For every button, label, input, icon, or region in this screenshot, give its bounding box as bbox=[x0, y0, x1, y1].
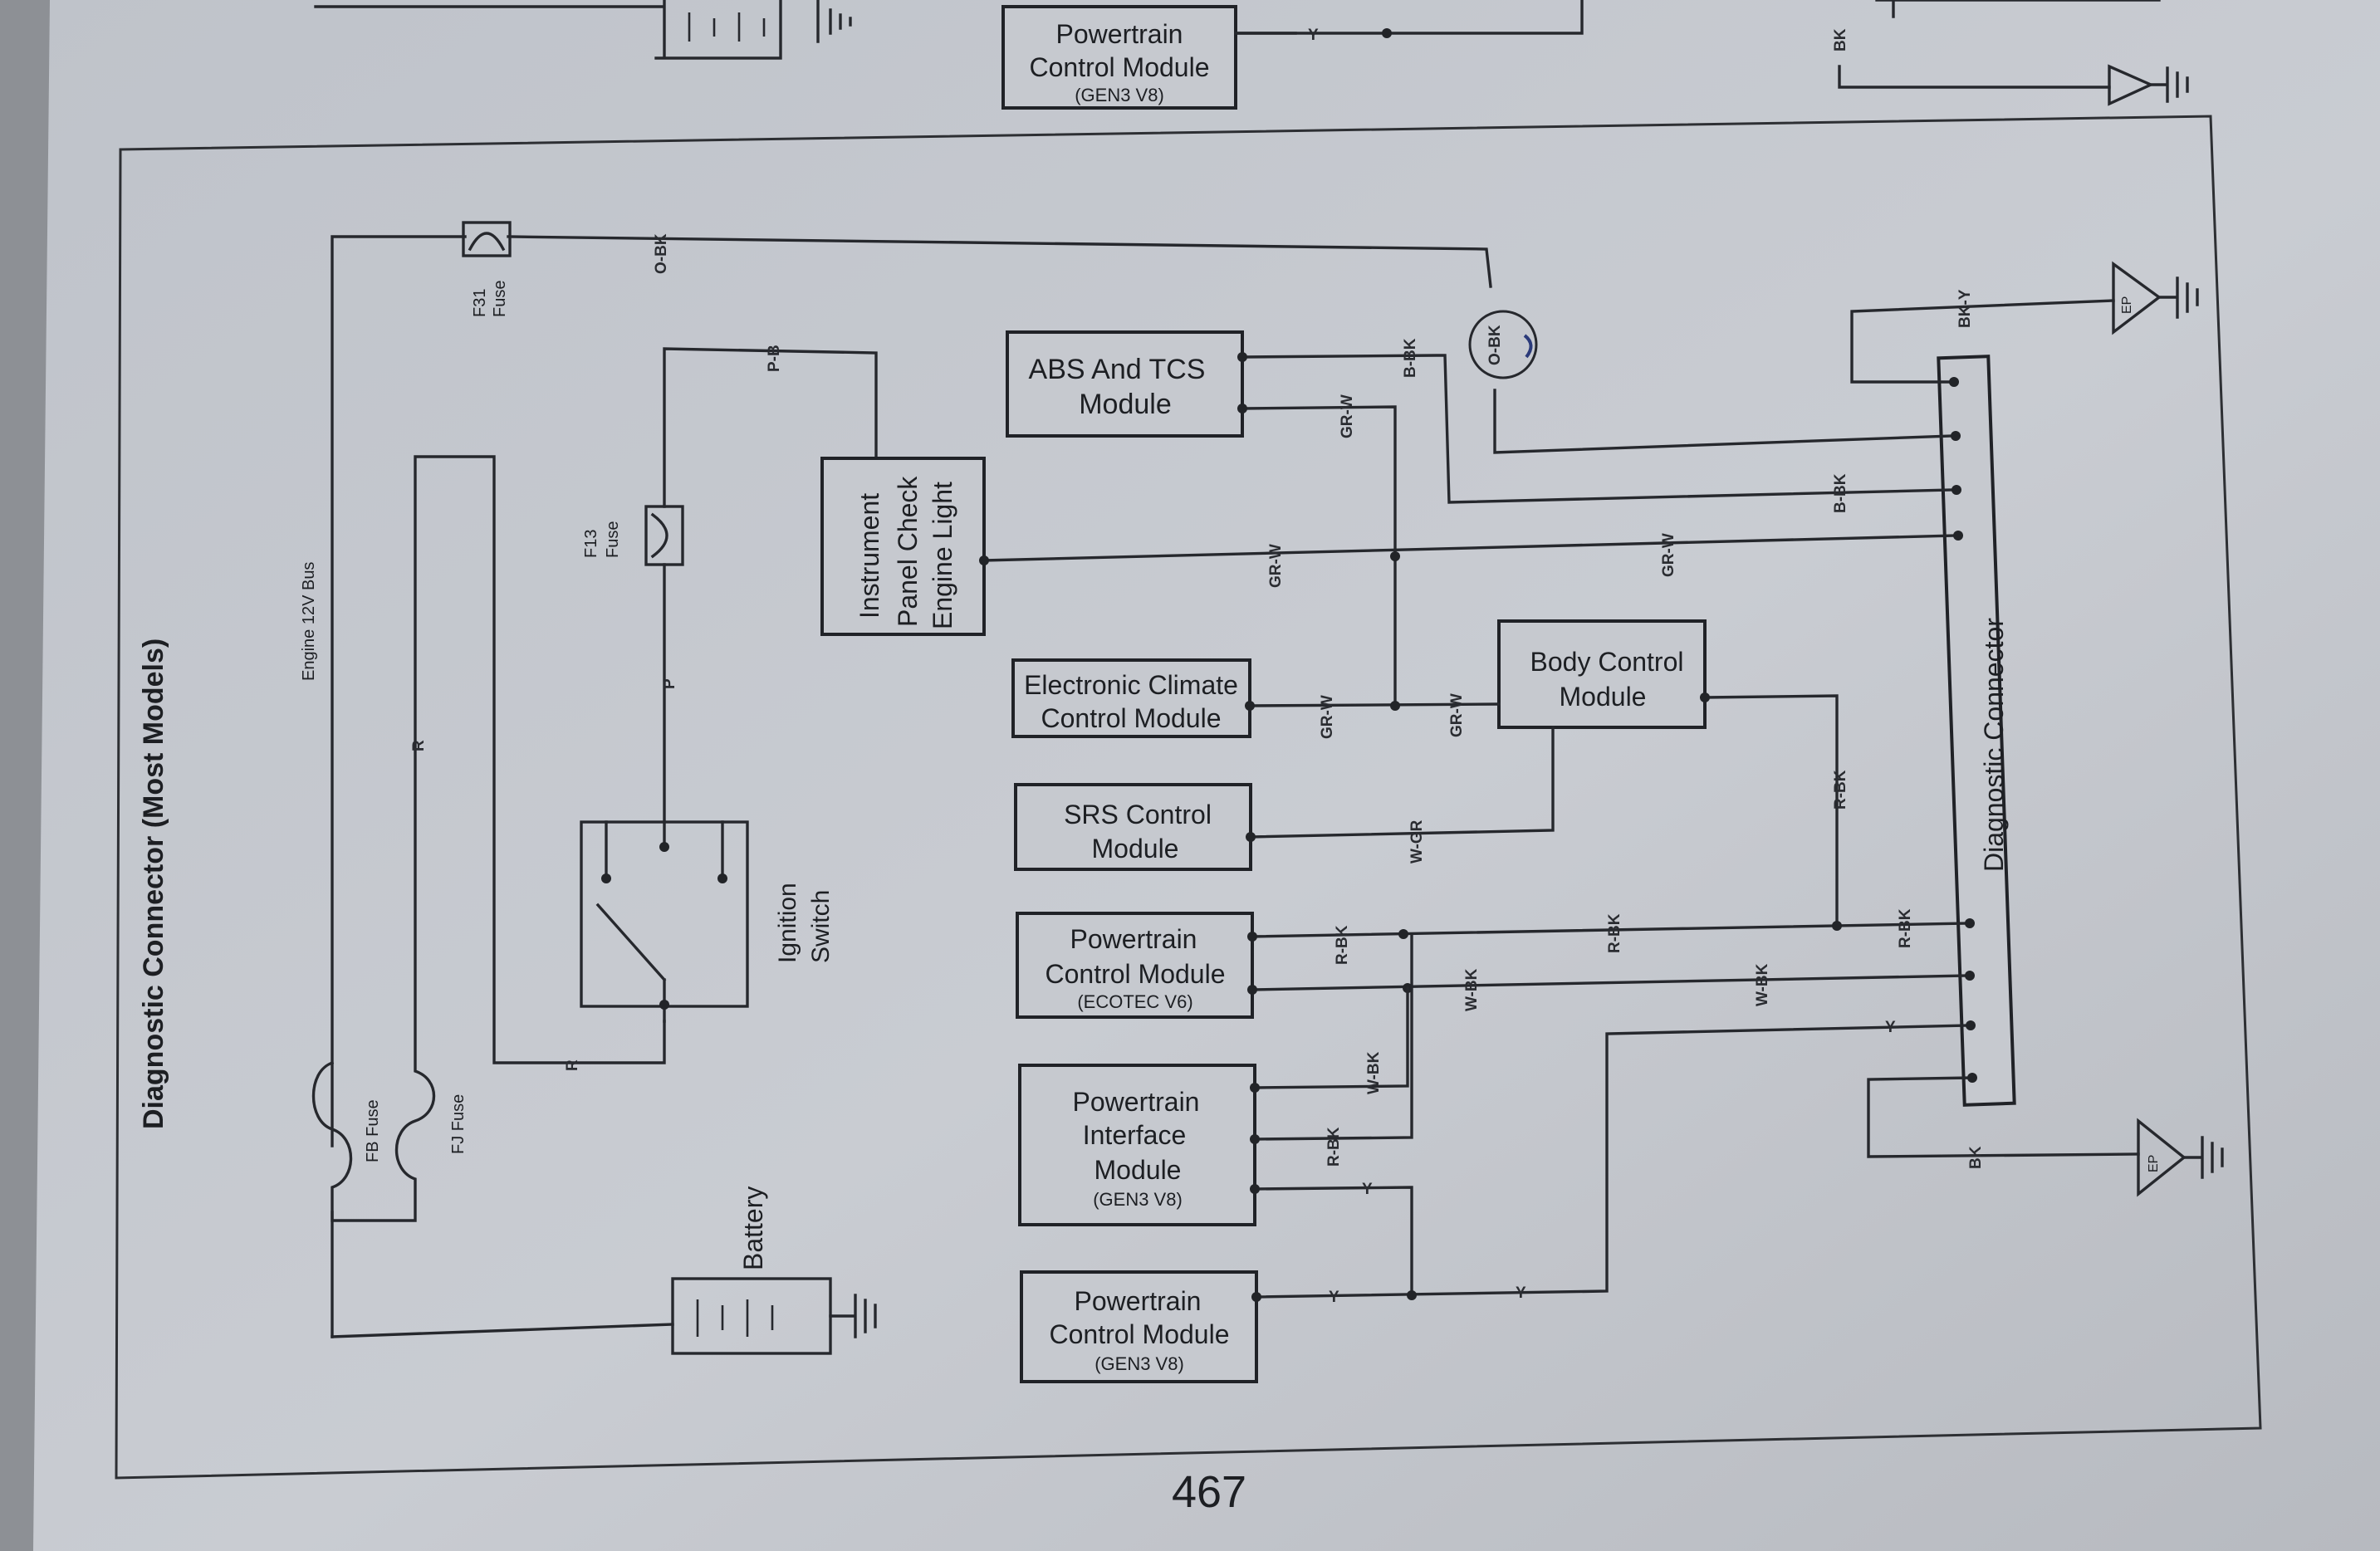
f13-fuse-icon bbox=[644, 505, 684, 566]
pim-module-box bbox=[1018, 1064, 1256, 1226]
top-partial-diagram: Powertrain Control Module (GEN3 V8) Y BK bbox=[314, 0, 2189, 110]
modules: ABS And TCS Module Instrument Panel Chec… bbox=[820, 330, 2016, 1383]
pcm-ecotec-box bbox=[1016, 912, 1254, 1019]
pcm-ecotec-line2: Control Module bbox=[1046, 959, 1226, 989]
f31-label-2: Fuse bbox=[491, 281, 509, 317]
power-section: Engine 12V Bus F31 Fuse O-BK FB Fuse FJ … bbox=[300, 221, 1492, 1355]
wire-y-pim: Y bbox=[1362, 1181, 1373, 1198]
wire-r-bottom: R bbox=[564, 1059, 581, 1071]
wire-w-gr: W-GR bbox=[1408, 820, 1426, 864]
wire-gr-w-ipc: GR-W bbox=[1267, 544, 1285, 588]
bcm-line2: Module bbox=[1560, 682, 1647, 712]
bcm-line1: Body Control bbox=[1530, 647, 1684, 677]
wire-bk-ground: BK bbox=[1967, 1146, 1985, 1169]
bus-label: Engine 12V Bus bbox=[300, 562, 318, 681]
wire-w-bk-dlc: W-BK bbox=[1754, 963, 1771, 1006]
wire-y-gen3-2: Y bbox=[1516, 1284, 1526, 1302]
wire-gr-w-abs: GR-W bbox=[1339, 394, 1356, 438]
pcm-gen3-line3: (GEN3 V8) bbox=[1095, 1353, 1184, 1374]
wire-b-bk-dlc: B-BK bbox=[1832, 473, 1849, 513]
wire-o-bk-top: O-BK bbox=[653, 233, 670, 274]
wire-gr-w-bcm: GR-W bbox=[1448, 693, 1466, 737]
top-pcm-box bbox=[1001, 5, 1237, 110]
top-wire-y: Y bbox=[1308, 27, 1319, 44]
pcm-gen3-line1: Powertrain bbox=[1075, 1286, 1202, 1316]
ground-triangle-1 bbox=[2112, 261, 2162, 335]
ipc-line2: Panel Check bbox=[893, 476, 923, 627]
wire-y-gen3-1: Y bbox=[1329, 1289, 1339, 1306]
ignition-label-2: Switch bbox=[807, 890, 835, 963]
top-pcm-line2: Control Module bbox=[1030, 52, 1210, 82]
ground-2-label: EP bbox=[2147, 1155, 2161, 1172]
wire-r-bk-ecotec: R-BK bbox=[1334, 925, 1351, 965]
pim-line4: (GEN3 V8) bbox=[1093, 1189, 1183, 1210]
top-ground-triangle bbox=[2108, 64, 2155, 106]
wire-r-bk-mid: R-BK bbox=[1606, 913, 1623, 953]
top-pcm-line1: Powertrain bbox=[1056, 19, 1183, 49]
fb-fuse-label: FB Fuse bbox=[364, 1099, 382, 1162]
fj-fuse-label: FJ Fuse bbox=[449, 1094, 468, 1154]
page-title: Diagnostic Connector (Most Models) bbox=[138, 639, 169, 1129]
wire-bk-y: BK-Y bbox=[1956, 289, 1974, 328]
abs-module-box bbox=[1006, 330, 1244, 438]
f13-label-1: F13 bbox=[582, 530, 600, 558]
wire-gr-w-eccm: GR-W bbox=[1319, 695, 1336, 739]
pcm-ecotec-line3: (ECOTEC V6) bbox=[1077, 991, 1192, 1012]
pim-line2: Interface bbox=[1083, 1120, 1187, 1150]
wire-p-b: P-B bbox=[766, 345, 783, 372]
ignition-label-1: Ignition bbox=[774, 883, 801, 963]
eccm-line2: Control Module bbox=[1041, 703, 1222, 733]
diagnostic-connector-label: Diagnostic Connector bbox=[1979, 618, 2009, 872]
top-pcm-line3: (GEN3 V8) bbox=[1075, 85, 1164, 105]
diagnostic-connector-box bbox=[1937, 355, 2016, 1107]
diagram-frame bbox=[115, 115, 2262, 1480]
ipc-module-box bbox=[820, 457, 986, 636]
top-wire-bk: BK bbox=[1832, 28, 1849, 51]
page-number: 467 bbox=[1172, 1467, 1246, 1517]
wire-y-dlc: Y bbox=[1885, 1019, 1896, 1036]
eccm-line1: Electronic Climate bbox=[1024, 670, 1238, 700]
srs-module-box bbox=[1014, 783, 1252, 871]
paper-sheet bbox=[33, 0, 2380, 1551]
srs-line1: SRS Control bbox=[1064, 800, 1212, 829]
ipc-line3: Engine Light bbox=[928, 482, 957, 629]
wire-b-bk-abs: B-BK bbox=[1402, 338, 1419, 378]
wire-r-left: R bbox=[410, 740, 428, 751]
ipc-line1: Instrument bbox=[855, 493, 884, 619]
abs-module-line2: Module bbox=[1079, 389, 1172, 420]
wire-r-bk-dlc: R-BK bbox=[1897, 908, 1914, 948]
f31-label-1: F31 bbox=[471, 289, 489, 317]
wire-o-bk-connector: O-BK bbox=[1486, 325, 1504, 365]
pcm-gen3-box bbox=[1020, 1270, 1258, 1383]
battery-label: Battery bbox=[738, 1186, 768, 1270]
pim-line3: Module bbox=[1095, 1155, 1182, 1185]
wiring: O-BK B-BK B-BK GR-W GR-W GR-W GR-W GR-W … bbox=[979, 261, 2224, 1306]
srs-line2: Module bbox=[1092, 834, 1179, 864]
f31-fuse-icon bbox=[462, 221, 512, 257]
eccm-module-box bbox=[1011, 658, 1251, 738]
inline-connector-icon bbox=[1468, 310, 1538, 379]
wire-gr-w-dlc: GR-W bbox=[1660, 533, 1677, 577]
abs-module-line1: ABS And TCS bbox=[1029, 354, 1206, 385]
bcm-module-box bbox=[1497, 619, 1707, 729]
ground-1-label: EP bbox=[2120, 296, 2134, 314]
wire-r-bk-pim: R-BK bbox=[1325, 1127, 1343, 1167]
pim-line1: Powertrain bbox=[1073, 1087, 1200, 1117]
pcm-ecotec-line1: Powertrain bbox=[1070, 924, 1197, 954]
wire-w-bk-ecotec: W-BK bbox=[1463, 968, 1481, 1011]
wire-r-bk-bcm: R-BK bbox=[1832, 770, 1849, 810]
ground-triangle-2 bbox=[2137, 1118, 2187, 1197]
wire-p: P bbox=[661, 678, 678, 689]
f13-label-2: Fuse bbox=[604, 521, 622, 558]
pcm-gen3-line2: Control Module bbox=[1050, 1319, 1230, 1349]
wire-w-bk-pim: W-BK bbox=[1365, 1051, 1383, 1094]
